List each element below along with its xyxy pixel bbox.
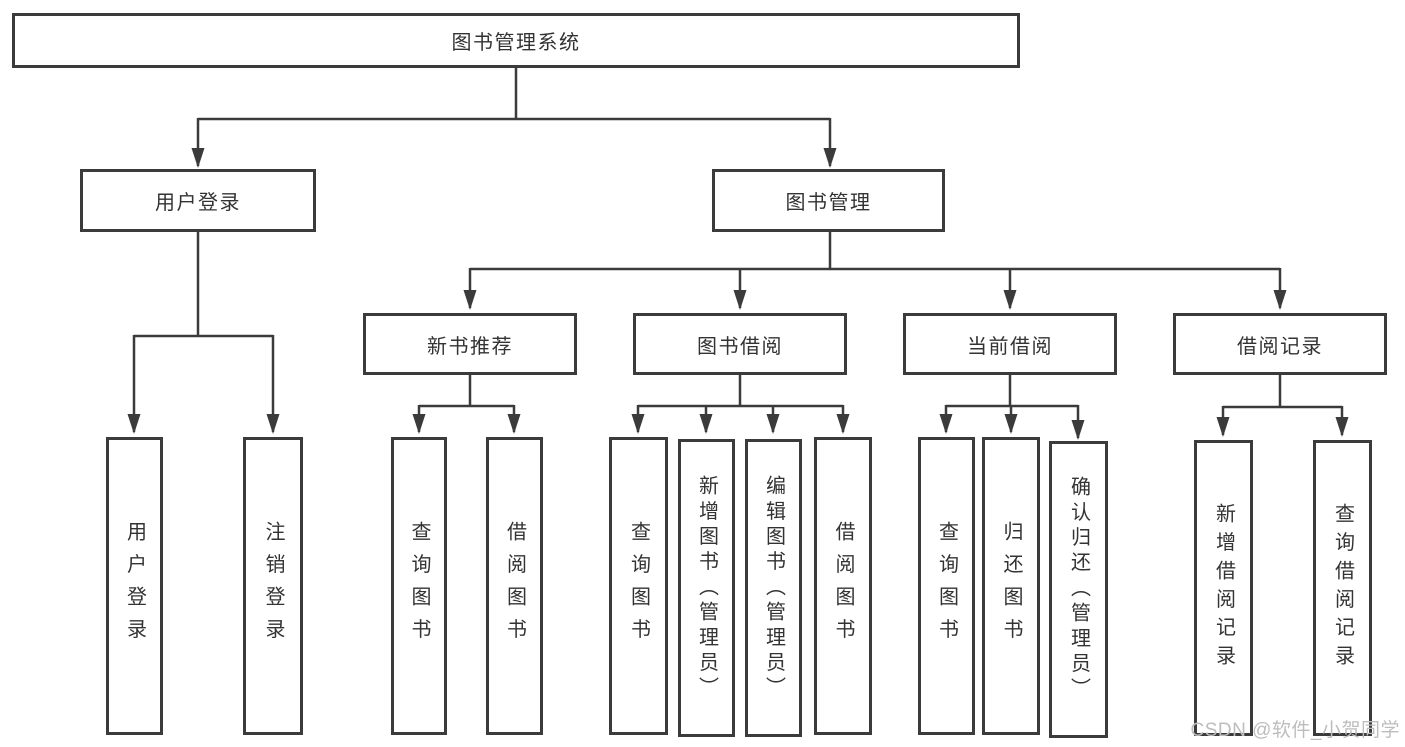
node-borrow-record: 借阅记录 bbox=[1173, 313, 1387, 375]
leaf-user-login: 用户登录 bbox=[106, 437, 163, 735]
node-book-management: 图书管理 bbox=[712, 169, 945, 232]
node-root-system: 图书管理系统 bbox=[12, 13, 1020, 68]
leaf-cb-return-books: 归还图书 bbox=[982, 437, 1040, 735]
leaf-br-query-record: 查询借阅记录 bbox=[1313, 440, 1372, 736]
leaf-bb-add-books-admin: 新增图书（管理员） bbox=[678, 439, 735, 737]
leaf-bb-query-books-label: 查询图书 bbox=[627, 521, 650, 651]
leaf-nb-borrow-books: 借阅图书 bbox=[486, 437, 543, 735]
leaf-nb-query-books-label: 查询图书 bbox=[408, 521, 430, 651]
leaf-cb-confirm-return-admin: 确认归还（管理员） bbox=[1049, 441, 1108, 738]
node-book-borrow: 图书借阅 bbox=[633, 313, 847, 375]
connector-current-borrow bbox=[946, 375, 1078, 408]
connector-borrow-record bbox=[1223, 375, 1342, 409]
connector-book-borrow bbox=[638, 375, 843, 408]
node-new-book-recommend: 新书推荐 bbox=[363, 313, 577, 375]
connector-root bbox=[198, 68, 830, 121]
node-current-borrow-label: 当前借阅 bbox=[967, 335, 1053, 358]
leaf-br-query-record-label: 查询借阅记录 bbox=[1331, 502, 1354, 674]
leaf-br-add-record: 新增借阅记录 bbox=[1194, 440, 1253, 736]
leaf-cb-confirm-return-admin-label: 确认归还（管理员） bbox=[1067, 476, 1090, 703]
csdn-watermark: CSDN @软件_小贺同学 bbox=[1190, 720, 1400, 741]
node-root-label: 图书管理系统 bbox=[451, 32, 581, 54]
connector-user-login bbox=[134, 232, 273, 338]
node-user-login: 用户登录 bbox=[80, 169, 316, 232]
leaf-logout: 注销登录 bbox=[243, 437, 303, 735]
node-borrow-record-label: 借阅记录 bbox=[1237, 335, 1323, 358]
node-book-borrow-label: 图书借阅 bbox=[697, 335, 783, 358]
leaf-br-add-record-label: 新增借阅记录 bbox=[1212, 502, 1235, 674]
node-current-borrow: 当前借阅 bbox=[903, 313, 1117, 375]
node-new-book-recommend-label: 新书推荐 bbox=[427, 335, 513, 358]
leaf-bb-query-books: 查询图书 bbox=[609, 437, 668, 735]
connector-new-book bbox=[419, 375, 514, 408]
node-user-login-label: 用户登录 bbox=[155, 192, 241, 214]
leaf-bb-edit-books-admin: 编辑图书（管理员） bbox=[745, 439, 802, 737]
node-book-management-label: 图书管理 bbox=[785, 192, 872, 214]
leaf-nb-query-books: 查询图书 bbox=[391, 437, 447, 735]
leaf-cb-query-books-label: 查询图书 bbox=[935, 521, 958, 651]
leaf-bb-borrow-books-label: 借阅图书 bbox=[832, 521, 854, 651]
leaf-logout-label: 注销登录 bbox=[262, 521, 284, 651]
connector-book-management bbox=[470, 232, 1280, 271]
leaf-bb-edit-books-admin-label: 编辑图书（管理员） bbox=[762, 474, 785, 702]
leaf-user-login-label: 用户登录 bbox=[123, 521, 146, 651]
leaf-bb-borrow-books: 借阅图书 bbox=[814, 437, 872, 735]
leaf-bb-add-books-admin-label: 新增图书（管理员） bbox=[695, 474, 718, 702]
leaf-cb-query-books: 查询图书 bbox=[918, 437, 975, 735]
leaf-cb-return-books-label: 归还图书 bbox=[1000, 521, 1022, 651]
leaf-nb-borrow-books-label: 借阅图书 bbox=[503, 521, 526, 651]
